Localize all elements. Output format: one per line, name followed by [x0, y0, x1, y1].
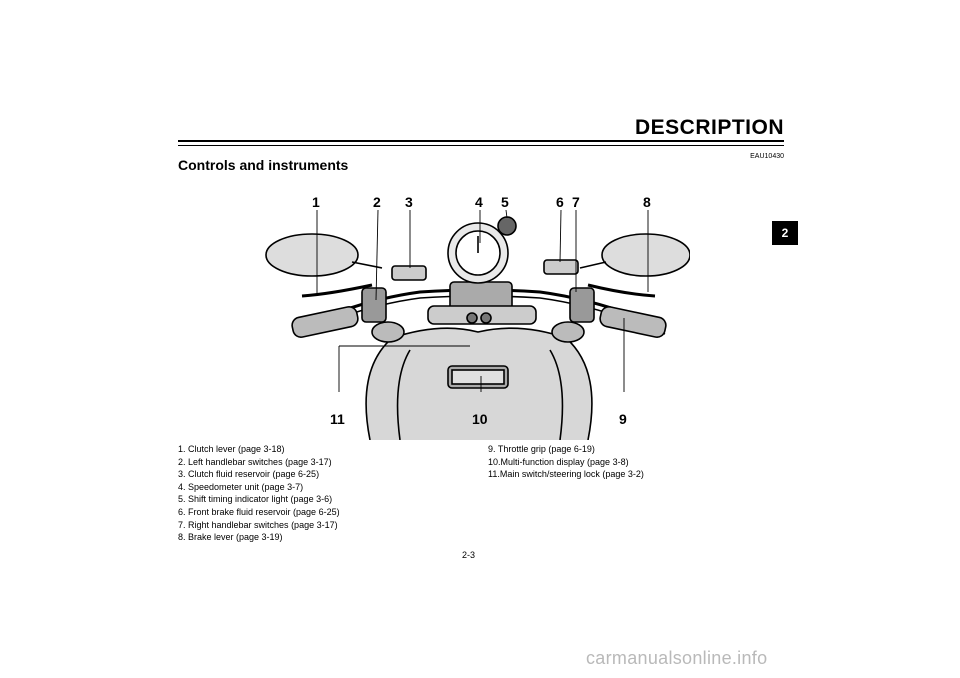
right-switch-housing [569, 287, 595, 323]
callout-4: 4 [475, 194, 483, 210]
legend-item: 7. Right handlebar switches (page 3-17) [178, 519, 338, 530]
callout-1: 1 [312, 194, 320, 210]
callout-7: 7 [572, 194, 580, 210]
legend-item: 5. Shift timing indicator light (page 3-… [178, 494, 333, 505]
brake-lever [587, 283, 656, 298]
brake-reservoir [543, 259, 579, 275]
clutch-lever [301, 283, 373, 298]
legend-right: 9. Throttle grip (page 6-19) 10.Multi-fu… [488, 443, 644, 481]
right-mirror [601, 233, 690, 277]
legend-item: 11.Main switch/steering lock (page 3-2) [488, 469, 644, 480]
legend-item: 3. Clutch fluid reservoir (page 6-25) [178, 469, 320, 480]
callout-6: 6 [556, 194, 564, 210]
page-header-title: DESCRIPTION [634, 116, 784, 139]
left-switch-housing [361, 287, 387, 323]
left-grip [291, 306, 359, 338]
legend-item: 10.Multi-function display (page 3-8) [488, 456, 629, 467]
header-rule [178, 140, 784, 142]
callout-9: 9 [619, 411, 627, 427]
legend-left: 1. Clutch lever (page 3-18) 2. Left hand… [178, 443, 340, 544]
legend-item: 6. Front brake fluid reservoir (page 6-2… [178, 506, 340, 517]
callout-8: 8 [643, 194, 651, 210]
page-number: 2-3 [462, 550, 476, 560]
legend-item: 9. Throttle grip (page 6-19) [488, 444, 595, 454]
callout-11: 11 [330, 411, 345, 427]
chapter-tab: 2 [772, 221, 798, 245]
callout-10: 10 [472, 411, 488, 427]
clutch-reservoir [391, 265, 427, 281]
watermark: carmanualsonline.info [586, 648, 768, 668]
callout-5: 5 [501, 194, 509, 210]
shift-indicator-light [497, 216, 517, 236]
header-rule-thin [178, 145, 784, 146]
section-title: Controls and instruments [178, 157, 349, 173]
document-code: EAU10430 [750, 153, 784, 160]
left-mirror [265, 233, 359, 277]
handlebar-illustration [265, 209, 690, 440]
callout-2: 2 [373, 194, 381, 210]
legend-item: 8. Brake lever (page 3-19) [178, 532, 283, 543]
callout-3: 3 [405, 194, 413, 210]
legend-item: 4. Speedometer unit (page 3-7) [178, 481, 304, 492]
throttle-grip [599, 306, 667, 338]
legend-item: 2. Left handlebar switches (page 3-17) [178, 456, 332, 467]
legend-item: 1. Clutch lever (page 3-18) [178, 444, 285, 454]
